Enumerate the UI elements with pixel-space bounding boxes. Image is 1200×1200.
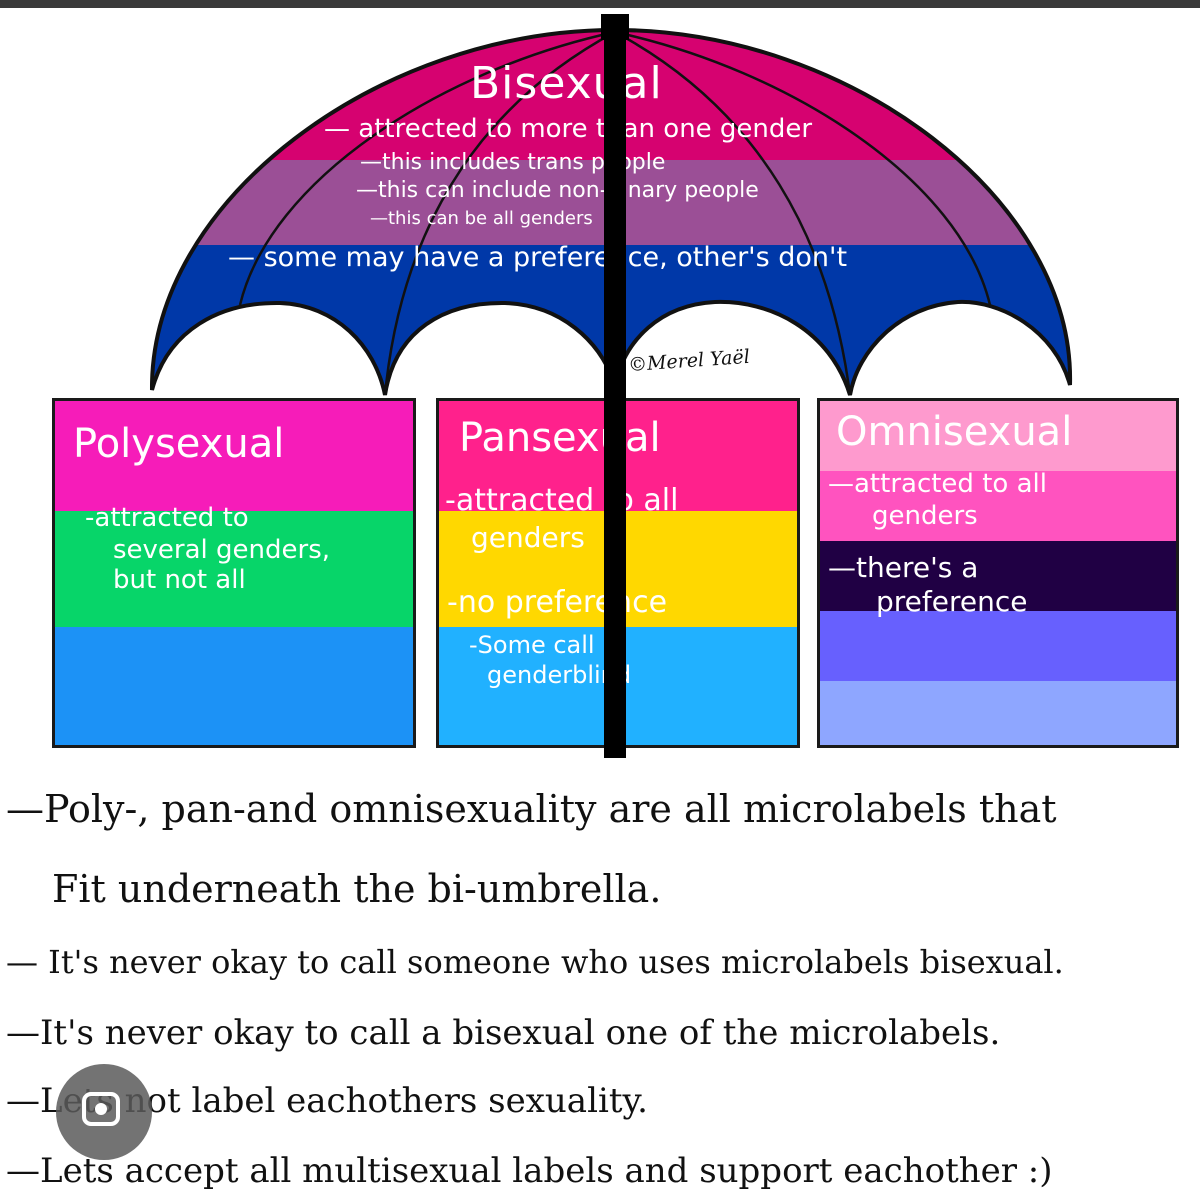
note-line: Fit underneath the bi-umbrella. [52, 867, 662, 911]
flag-line: —there's a [828, 551, 979, 584]
lens-dot [95, 1103, 107, 1115]
flag-line: -Some call it [469, 631, 619, 659]
polysexual-flag: Polysexual -attracted to several genders… [52, 398, 416, 748]
flag-line: genders [471, 521, 585, 554]
flag-line: -attracted to [85, 503, 249, 533]
flag-stripe [820, 541, 1176, 611]
flag-stripe [820, 401, 1176, 471]
flag-line: —attracted to all [828, 469, 1047, 499]
umbrella-line: — attrected to more than one gender [324, 114, 813, 144]
flag-line: preference [876, 585, 1028, 618]
flag-line: genders [872, 501, 978, 531]
note-line: — It's never okay to call someone who us… [6, 943, 1064, 981]
umbrella-line: —this can be all genders [370, 208, 593, 229]
top-bar [0, 0, 1200, 8]
flag-line: several genders, [113, 535, 331, 565]
flag-stripe [820, 681, 1176, 745]
umbrella-title: Bisexual [470, 58, 663, 109]
lens-frame [82, 1092, 120, 1126]
flag-line: -no preference [447, 585, 668, 620]
umbrella-pole [604, 14, 626, 758]
flag-stripe [55, 627, 413, 745]
flag-title: Polysexual [73, 421, 285, 467]
note-line: —Poly-, pan-and omnisexuality are all mi… [6, 787, 1057, 831]
flag-stripe [820, 611, 1176, 681]
flag-stripe [55, 511, 413, 627]
umbrella-line: —this can include non-binary people [356, 178, 759, 203]
omnisexual-flag: Omnisexual —attracted to all genders —th… [817, 398, 1179, 748]
google-lens-icon[interactable] [56, 1064, 152, 1160]
umbrella-line: — some may have a preference, other's do… [228, 242, 848, 273]
flag-stripe [55, 401, 413, 511]
flag-title: Omnisexual [836, 409, 1073, 455]
flag-stripe [820, 471, 1176, 541]
flag-title: Pansexual [459, 415, 661, 461]
flag-line: but not all [113, 565, 246, 595]
flag-line: -attracted to all [445, 483, 679, 518]
umbrella-ribs [238, 30, 992, 396]
note-line: —Lets accept all multisexual labels and … [6, 1151, 1053, 1191]
note-line: —It's never okay to call a bisexual one … [6, 1013, 1001, 1053]
